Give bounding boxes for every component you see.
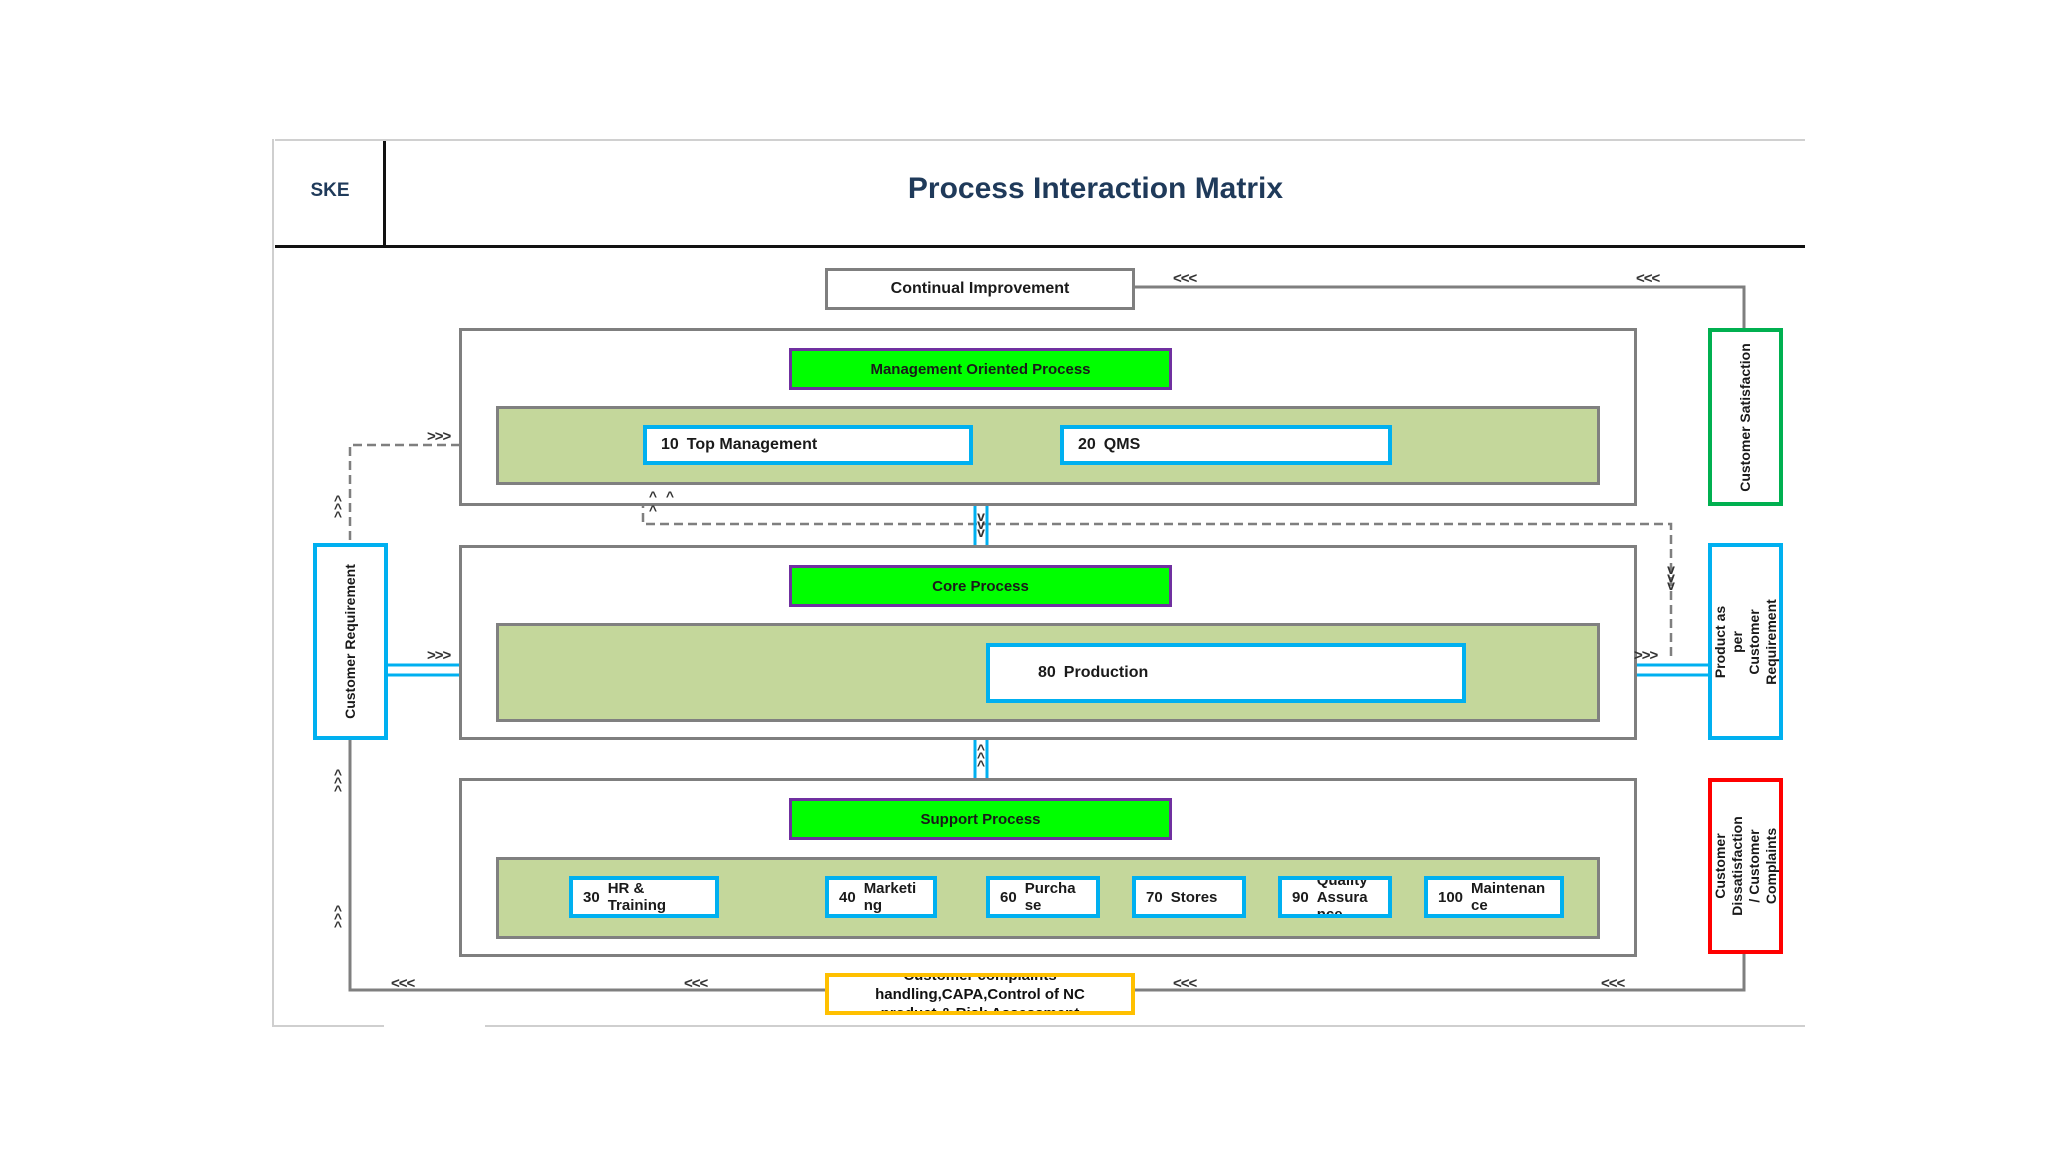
feedback-line-top xyxy=(1129,285,1746,328)
dashed-line-mgmt-input xyxy=(348,443,496,540)
process-label: Marketi ng xyxy=(863,880,917,914)
process-label: Maintenan ce xyxy=(1471,880,1546,914)
process-box-marketing: 40 Marketi ng xyxy=(825,876,937,918)
process-label: Quality Assura nce xyxy=(1316,876,1368,918)
group-title-core: Core Process xyxy=(789,565,1172,607)
customer-dissatisfaction-box: Customer Dissatisfaction / Customer Comp… xyxy=(1708,778,1783,954)
arrow-up-marker: ^ xyxy=(665,488,675,504)
arrow-up-marker: ^^^ xyxy=(333,902,343,934)
process-number: 90 xyxy=(1292,888,1309,906)
product-as-per-requirement-box: Product as per Customer Requirement xyxy=(1708,543,1783,740)
process-number: 70 xyxy=(1146,888,1163,906)
process-box-production: 80 Production xyxy=(986,643,1466,703)
process-box-maintenance: 100 Maintenan ce xyxy=(1424,876,1564,918)
process-box-qms: 20 QMS xyxy=(1060,425,1392,465)
sheet-border-bottom xyxy=(485,1025,1805,1027)
process-label: Purcha se xyxy=(1024,880,1076,914)
process-number: 20 xyxy=(1078,436,1096,453)
process-label: Production xyxy=(1063,664,1149,681)
process-box-hr-training: 30 HR & Training xyxy=(569,876,719,918)
process-label: Stores xyxy=(1170,888,1218,906)
arrow-left-marker: <<< xyxy=(1173,975,1197,992)
arrow-left-marker: <<< xyxy=(684,975,708,992)
sheet-border-bottom xyxy=(274,1025,384,1027)
customer-requirement-box: Customer Requirement xyxy=(313,543,388,740)
process-number: 10 xyxy=(661,436,679,453)
arrow-up-marker: ^^^ xyxy=(333,492,343,524)
process-box-stores: 70 Stores xyxy=(1132,876,1246,918)
process-label: HR & Training xyxy=(607,880,667,914)
process-box-quality-assurance: 90 Quality Assura nce xyxy=(1278,876,1392,918)
process-number: 80 xyxy=(1038,664,1056,681)
arrow-left-marker: <<< xyxy=(1173,270,1197,287)
group-title-management: Management Oriented Process xyxy=(789,348,1172,390)
sheet-border-left xyxy=(272,139,274,1027)
product-as-per-requirement-label: Product as per Customer Requirement xyxy=(1711,598,1779,685)
process-box-purchase: 60 Purcha se xyxy=(986,876,1100,918)
customer-requirement-label: Customer Requirement xyxy=(342,564,358,719)
arrow-left-marker: <<< xyxy=(391,975,415,992)
arrow-left-marker: <<< xyxy=(1601,975,1625,992)
customer-satisfaction-box: Customer Satisfaction xyxy=(1708,328,1783,506)
continual-improvement-box: Continual Improvement xyxy=(825,268,1135,310)
arrow-left-marker: <<< xyxy=(1636,270,1660,287)
company-logo-text: SKE xyxy=(310,180,350,201)
customer-dissatisfaction-label: Customer Dissatisfaction / Customer Comp… xyxy=(1711,816,1779,916)
arrow-up-marker: ^^ xyxy=(648,488,658,518)
arrow-up-marker: ^^^ xyxy=(976,741,986,773)
process-box-top-management: 10 Top Management xyxy=(643,425,973,465)
arrow-right-marker: >>> xyxy=(1634,647,1658,664)
header-rule xyxy=(275,245,1805,248)
customer-complaints-label: Customer complaints handling,CAPA,Contro… xyxy=(875,973,1085,1015)
sheet-border-top xyxy=(275,139,1805,141)
feedback-line-bottom-right xyxy=(1129,954,1746,992)
arrow-up-marker: ^^^ xyxy=(333,766,343,798)
group-title-support: Support Process xyxy=(789,798,1172,840)
process-number: 30 xyxy=(583,888,600,906)
customer-satisfaction-label: Customer Satisfaction xyxy=(1737,342,1753,492)
process-number: 40 xyxy=(839,888,856,906)
process-label: Top Management xyxy=(686,436,818,453)
process-number: 100 xyxy=(1438,888,1464,906)
header-divider xyxy=(383,141,386,247)
arrow-right-marker: >>> xyxy=(427,428,451,445)
process-label: QMS xyxy=(1103,436,1141,453)
feedback-line-bottom-left xyxy=(348,740,825,992)
customer-complaints-box: Customer complaints handling,CAPA,Contro… xyxy=(825,973,1135,1015)
page-title: Process Interaction Matrix xyxy=(907,172,1284,205)
arrow-right-marker: >>> xyxy=(427,647,451,664)
process-number: 60 xyxy=(1000,888,1017,906)
